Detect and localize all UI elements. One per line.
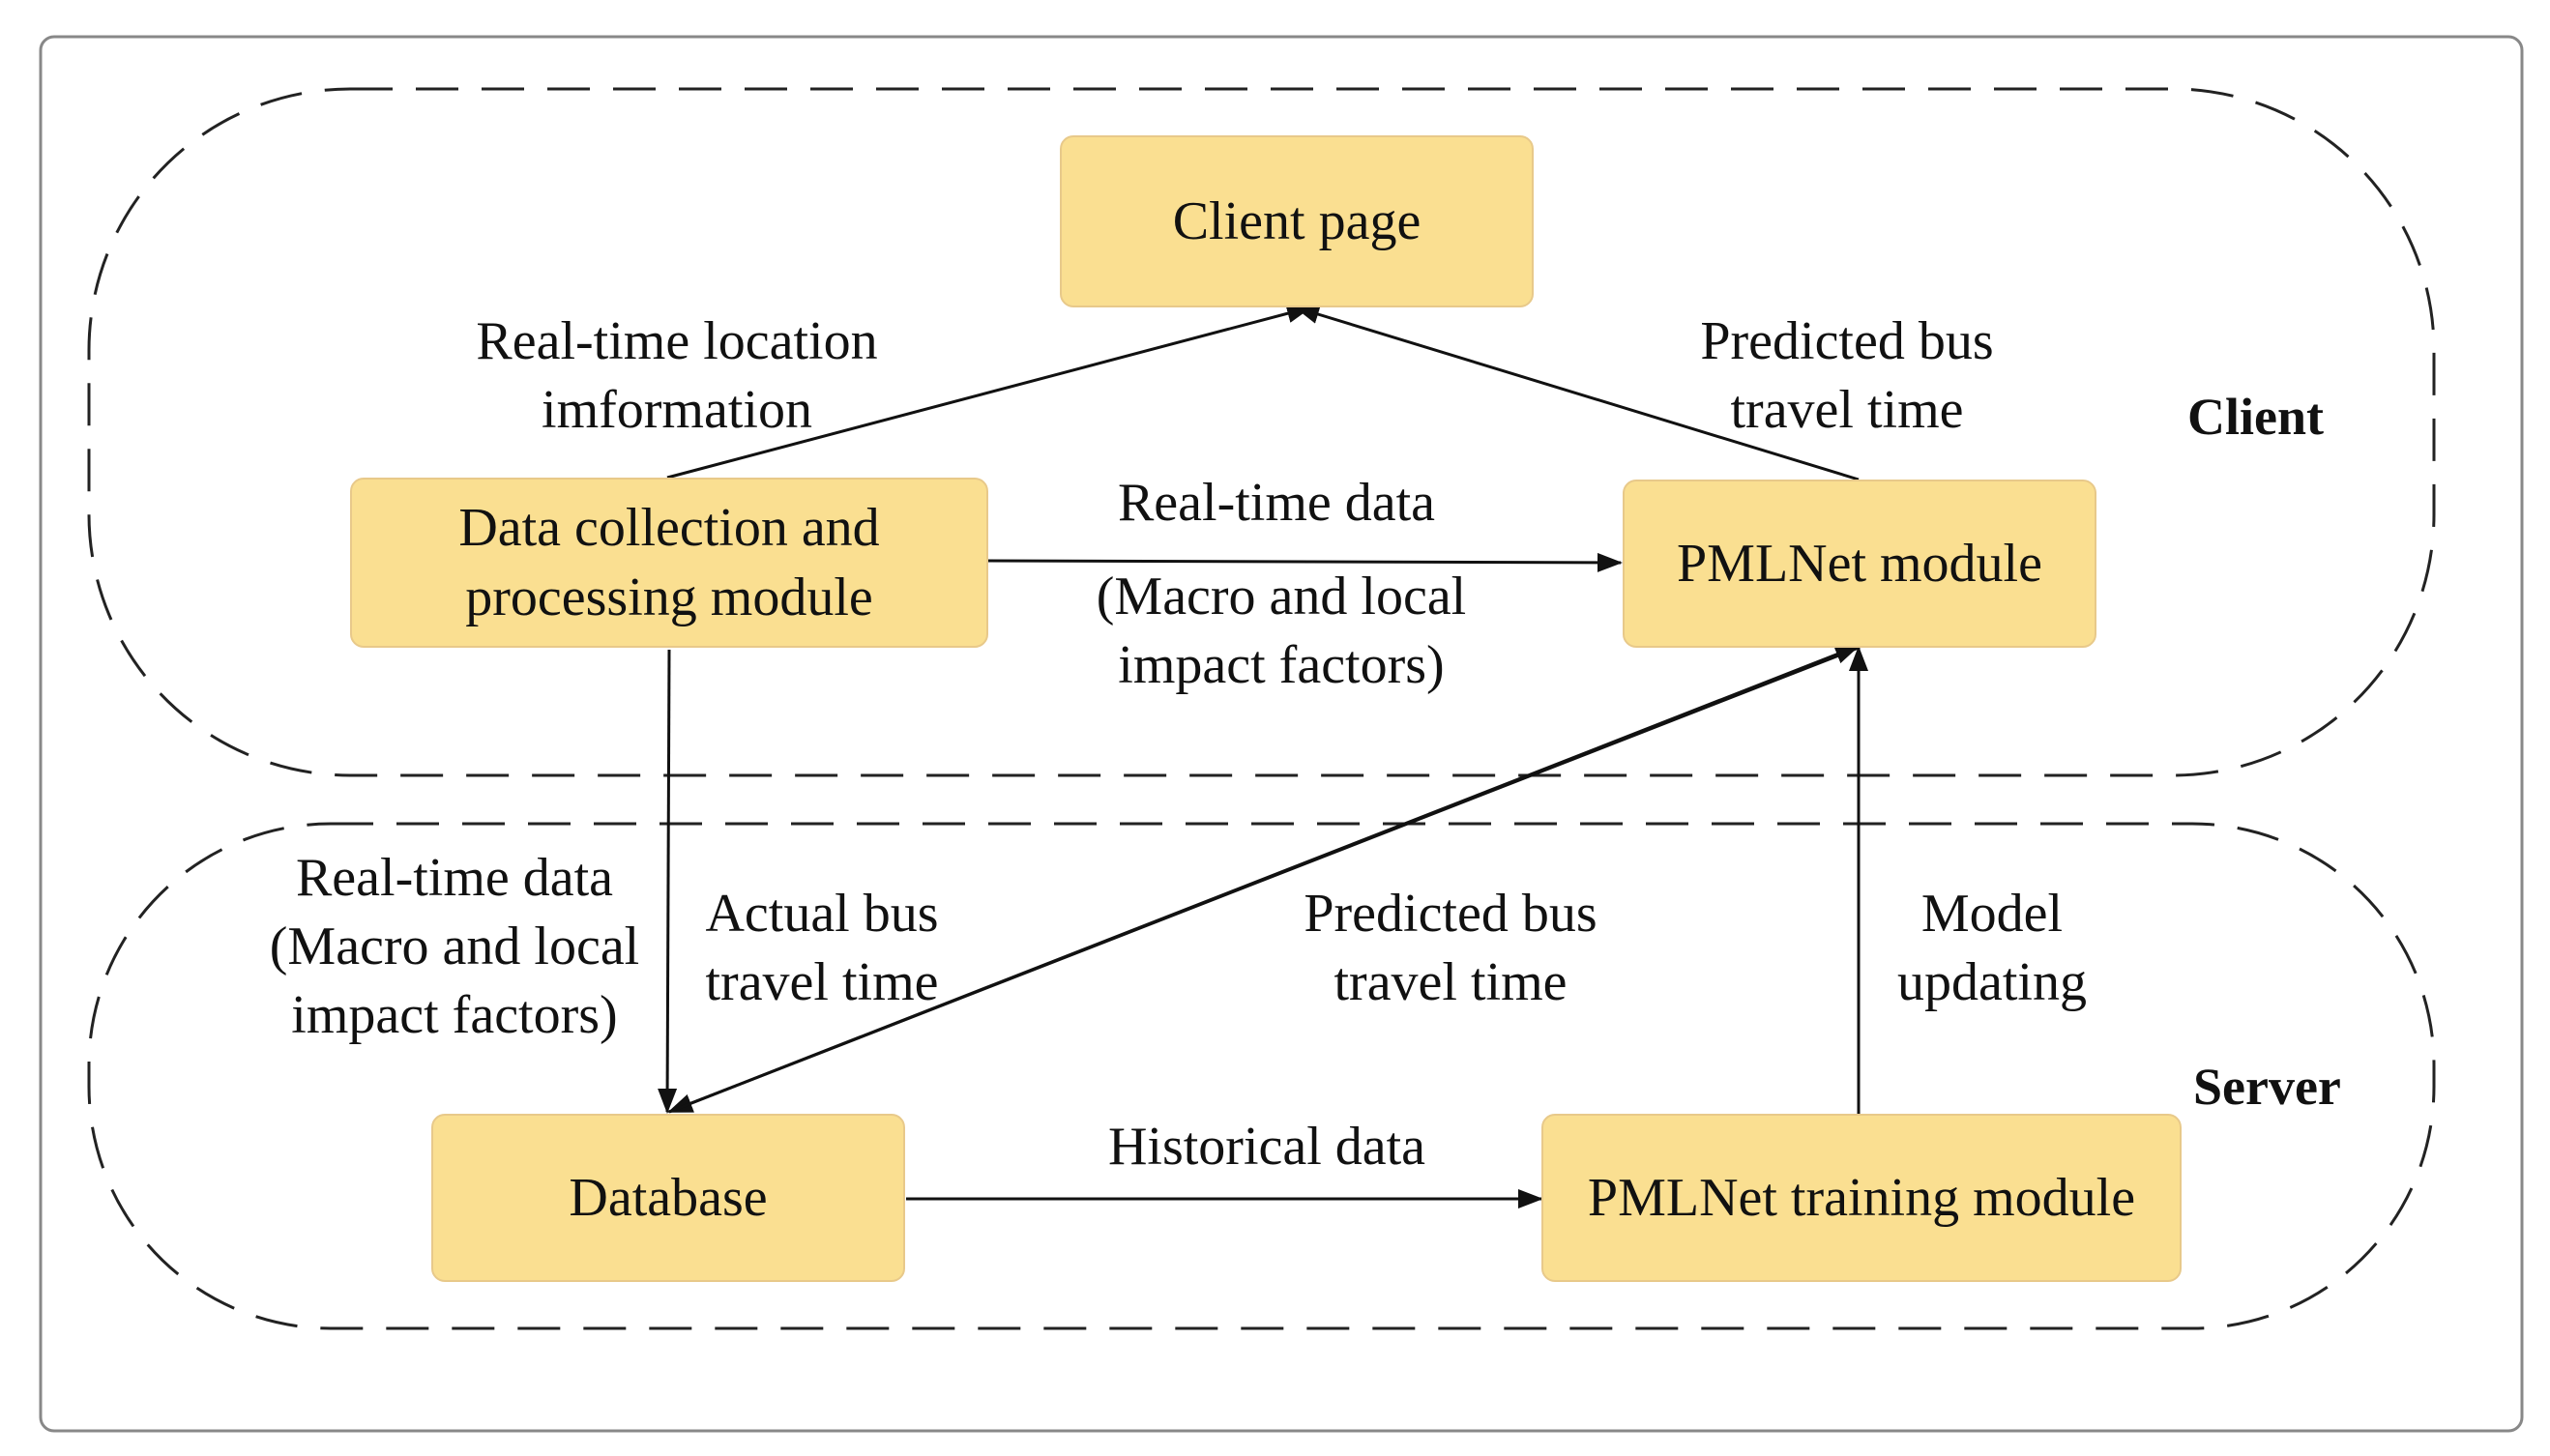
label-historical-data: Historical data: [1107, 1117, 1426, 1177]
arrow-pmlnet-to-client-page: [1294, 305, 1860, 481]
arrow-database-to-pmlnet: [668, 644, 1861, 1114]
outer-frame: [39, 35, 2524, 1433]
database-node: Database: [431, 1114, 905, 1282]
server-region: [87, 822, 2436, 1330]
label-realtime-data-left: Real-time data (Macro and local impact f…: [269, 848, 640, 1045]
client-region: [87, 87, 2436, 777]
label-predicted-top: Predicted bus travel time: [1700, 311, 1994, 440]
label-realtime-data-top: Real-time data: [1117, 473, 1436, 533]
client-region-label: Client: [2187, 388, 2324, 446]
server-region-label: Server: [2193, 1058, 2341, 1116]
label-macro-local-top: (Macro and local impact factors): [1096, 567, 1467, 695]
arrow-data-to-database: [658, 649, 678, 1114]
label-actual-bus: Actual bus travel time: [705, 884, 939, 1012]
label-realtime-location: Real-time location imformation: [476, 311, 878, 440]
pmlnet-training-node: PMLNet training module: [1541, 1114, 2182, 1282]
arrow-location-to-client-page: [666, 304, 1312, 480]
label-predicted-bottom: Predicted bus travel time: [1304, 884, 1597, 1012]
data-collection-node: Data collection and processing module: [350, 478, 988, 648]
pmlnet-module-node: PMLNet module: [1623, 480, 2096, 648]
arrow-data-to-pmlnet: [987, 552, 1623, 572]
label-model-updating: Model updating: [1897, 884, 2087, 1012]
client-page-node: Client page: [1060, 135, 1534, 307]
